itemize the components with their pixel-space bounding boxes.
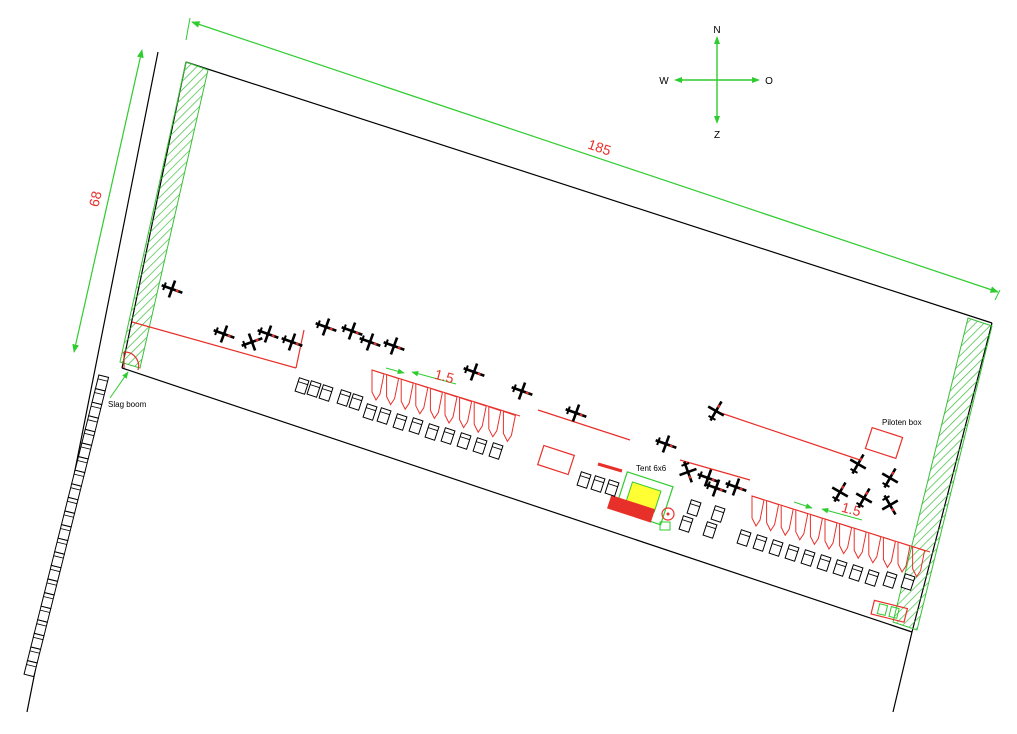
parking-stall <box>766 499 780 532</box>
parked-car <box>408 417 424 435</box>
spacing-right-label: 1.5 <box>840 499 863 520</box>
compass-rose: N Z W O <box>659 25 773 141</box>
aircraft-marker <box>675 458 701 486</box>
parking-stall <box>459 396 473 429</box>
parked-car <box>768 539 784 557</box>
parking-stall <box>400 378 414 411</box>
aircraft-marker <box>254 321 282 347</box>
parked-car <box>318 384 334 402</box>
aircraft-marker <box>158 276 186 302</box>
parking-stall <box>751 495 765 527</box>
parking-stall <box>882 536 896 569</box>
parked-car <box>348 393 364 411</box>
tent-label: Tent 6x6 <box>636 464 667 473</box>
parked-car <box>832 559 848 577</box>
parking-stall <box>473 401 487 434</box>
aircraft-marker <box>312 314 340 340</box>
aircraft-marker <box>508 378 536 404</box>
parked-car <box>590 475 606 493</box>
parked-car <box>424 423 440 441</box>
aircraft-marker <box>380 333 408 359</box>
parked-car <box>306 380 322 398</box>
parking-stall <box>386 373 400 406</box>
parked-car <box>864 569 880 587</box>
aircraft-marker <box>702 396 730 426</box>
barrier: Slag boom <box>108 351 147 409</box>
parking-stall <box>371 369 385 401</box>
parking-stall <box>488 406 502 438</box>
aircraft <box>158 276 904 520</box>
parked-car <box>882 571 898 589</box>
parking-stall <box>415 383 429 415</box>
parking-stall <box>824 518 838 550</box>
parked-car <box>376 407 392 425</box>
parked-car <box>362 403 378 421</box>
flight-line <box>131 321 861 481</box>
tent-area: Tent 6x6 <box>536 444 675 531</box>
spacing-left-label: 1.5 <box>433 366 456 387</box>
parked-car <box>752 534 768 552</box>
parked-cars <box>294 377 916 591</box>
aircraft-marker <box>460 359 488 385</box>
parked-car <box>736 529 752 547</box>
parked-car <box>702 521 718 539</box>
parking-stall <box>444 392 458 424</box>
parking-stalls-right <box>751 495 931 578</box>
parked-car <box>784 544 800 562</box>
trailer <box>870 599 909 623</box>
parking-stall <box>502 410 516 443</box>
parked-car <box>604 479 620 497</box>
aircraft-marker <box>652 431 680 457</box>
road-cars <box>23 374 110 678</box>
stall-row-edge <box>751 495 931 553</box>
parked-car <box>710 505 726 523</box>
parked-car <box>472 437 488 455</box>
compass-north: N <box>713 25 720 36</box>
parked-car <box>816 554 832 572</box>
parked-car <box>392 413 408 431</box>
aircraft-marker <box>562 400 590 426</box>
parked-car <box>294 377 310 395</box>
spacing-marker-left: 1.5 <box>385 366 457 387</box>
compass-west: W <box>659 76 669 87</box>
width-label: 68 <box>86 189 105 208</box>
pilot-box: Piloten box <box>864 418 922 460</box>
parked-car <box>440 427 456 445</box>
road-car <box>23 660 38 678</box>
length-dimension: 185 <box>185 17 1001 301</box>
parking-stall <box>809 513 823 546</box>
aircraft-marker <box>844 449 872 479</box>
parking-stalls-left <box>371 369 521 443</box>
east-buffer-zone <box>892 317 993 631</box>
width-dimension: 68 <box>72 49 144 353</box>
aircraft-marker <box>238 329 266 355</box>
compass-east: O <box>765 76 773 87</box>
aircraft-marker <box>876 463 904 493</box>
parked-car <box>800 549 816 567</box>
parking-stall <box>429 387 443 420</box>
length-label: 185 <box>586 136 613 159</box>
parked-car <box>456 432 472 450</box>
parking-stall <box>839 522 853 555</box>
parked-car <box>848 564 864 582</box>
parking-stall <box>795 509 809 541</box>
parked-car <box>576 471 592 489</box>
parking-stall <box>853 527 867 560</box>
parked-car <box>686 499 702 517</box>
stall-row-edge <box>371 369 521 417</box>
aircraft-marker <box>876 490 904 520</box>
parking-stall <box>780 504 794 537</box>
parked-car <box>336 389 352 407</box>
barrier-label: Slag boom <box>108 400 147 409</box>
parked-car <box>488 442 504 460</box>
aircraft-marker <box>210 321 238 347</box>
compass-south: Z <box>714 130 720 141</box>
pilot-box-label: Piloten box <box>882 418 922 427</box>
spacing-marker-right: 1.5 <box>793 499 863 521</box>
parking-stall <box>868 532 882 564</box>
parked-car <box>678 515 694 533</box>
